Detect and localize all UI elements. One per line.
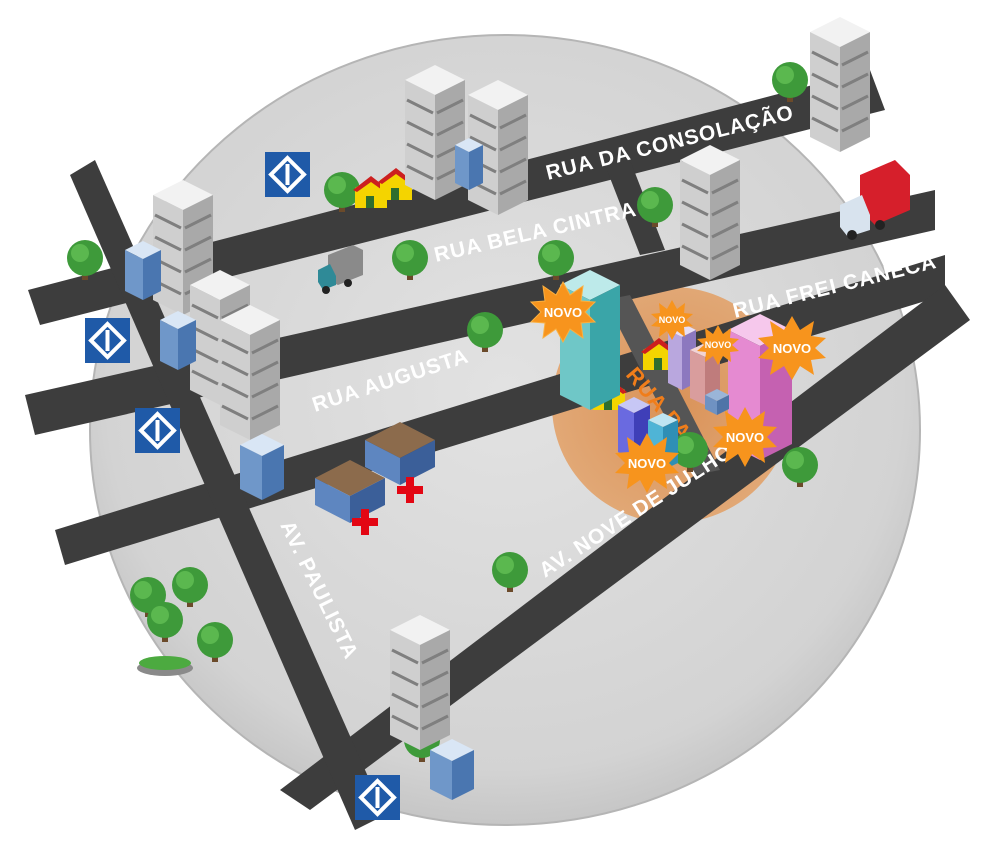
office-building-icon — [218, 303, 282, 442]
road-nove-de-julho — [280, 285, 970, 810]
office-building-icon — [678, 143, 742, 282]
novo-badge: NOVO — [713, 407, 777, 467]
road-paim — [605, 295, 720, 475]
novo-badge-text: NOVO — [773, 341, 811, 356]
metro-station-icon[interactable] — [135, 408, 180, 453]
novo-badge-text: NOVO — [628, 456, 666, 471]
glass-buildings — [125, 138, 483, 800]
novo-badge: NOVO — [615, 433, 679, 493]
metro-station-icon[interactable] — [85, 318, 130, 363]
hospital-buildings — [315, 422, 435, 523]
park-planter — [137, 656, 193, 676]
road-connector — [605, 160, 665, 255]
novo-badge-text: NOVO — [726, 430, 764, 445]
office-building-icon — [388, 613, 452, 752]
metro-station-icon[interactable] — [265, 152, 310, 197]
road-consolacao — [28, 70, 885, 325]
road-paulista — [70, 160, 385, 830]
van-icon — [318, 245, 363, 294]
novo-badge-text: NOVO — [544, 305, 582, 320]
novo-badge: NOVO — [758, 316, 826, 380]
novo-badge-text: NOVO — [705, 340, 732, 350]
novo-badge-text: NOVO — [659, 315, 686, 325]
hospital-cross-icon — [352, 509, 378, 535]
delivery-truck-icon — [840, 160, 910, 240]
office-building-icon — [808, 15, 872, 154]
metro-station-icon[interactable] — [355, 775, 400, 820]
novo-badge: NOVO — [697, 325, 739, 365]
hospital-cross-icon — [397, 477, 423, 503]
novo-badge: NOVO — [651, 300, 693, 340]
novo-badge: NOVO — [529, 280, 597, 344]
